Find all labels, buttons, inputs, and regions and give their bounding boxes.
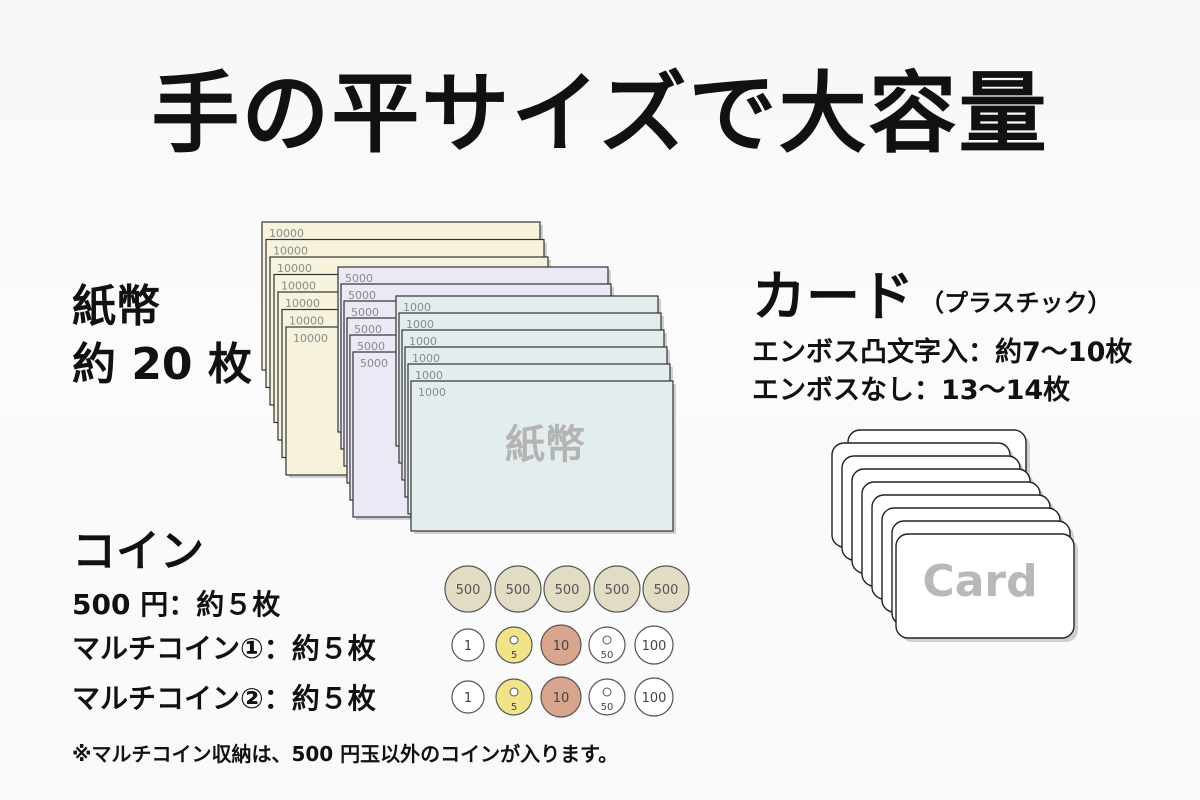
- coin-label: 1: [464, 639, 472, 654]
- cards-subtitle: （プラスチック）: [920, 288, 1112, 317]
- card: [895, 533, 1075, 639]
- coin-label: 50: [601, 650, 614, 661]
- bills-label-line1: 紙幣: [72, 281, 160, 332]
- coin-500: [444, 565, 492, 613]
- coin-500-label: 500: [555, 583, 580, 598]
- coins-multi-2: 1 5 10 50 100: [451, 676, 674, 718]
- coin-500-label: 500: [456, 583, 481, 598]
- coin-hole: [602, 687, 612, 697]
- coin: [495, 678, 533, 716]
- coin-500: [543, 565, 591, 613]
- coin: [588, 626, 626, 664]
- coin-label: 10: [553, 691, 570, 706]
- coin-label: 50: [601, 702, 614, 713]
- coin-row-multi1-label: マルチコイン①：約５枚: [72, 632, 376, 665]
- coin-row-500-label: 500 円：約５枚: [72, 588, 281, 621]
- coin-hole: [509, 687, 519, 697]
- cards-plain-capacity: エンボスなし：13～14枚: [752, 375, 1071, 406]
- coin: [451, 680, 485, 714]
- coin-label: 5: [511, 650, 517, 661]
- bill-label: 1000: [415, 369, 443, 382]
- bill-label: 1000: [409, 335, 437, 348]
- cards-embossed-capacity: エンボス凸文字入：約7～10枚: [752, 337, 1133, 368]
- coin-500-label: 500: [605, 583, 630, 598]
- coin-row-multi2-label: マルチコイン②：約５枚: [72, 682, 376, 715]
- coin: [588, 678, 626, 716]
- coin-hole: [509, 635, 519, 645]
- bill-label: 10000: [293, 332, 328, 345]
- coin-500: [642, 565, 690, 613]
- page-title: 手の平サイズで大容量: [151, 62, 1049, 165]
- bill-label: 10000: [281, 280, 316, 293]
- bill: [410, 380, 674, 532]
- coin: [451, 628, 485, 662]
- bill-label: 10000: [277, 262, 312, 275]
- cards-heading: カード（プラスチック）: [752, 252, 1112, 331]
- bill-label: 1000: [412, 352, 440, 365]
- coin: [634, 625, 674, 665]
- coin-label: 1: [464, 691, 472, 706]
- bill-label: 1000: [418, 386, 446, 399]
- bills-label: 紙幣 約 20 枚: [72, 278, 252, 394]
- bill-label: 10000: [289, 315, 324, 328]
- coins-multi-1: 1 5 10 50 100: [451, 624, 674, 666]
- cards-title: カード: [752, 265, 914, 328]
- coin-label: 100: [642, 691, 667, 706]
- coin-label: 10: [553, 639, 570, 654]
- coin-label: 100: [642, 639, 667, 654]
- coin: [495, 626, 533, 664]
- bill-label: 10000: [285, 297, 320, 310]
- card-stack: Card: [831, 429, 1078, 642]
- coin: [634, 677, 674, 717]
- coin-hole: [602, 635, 612, 645]
- bill-label: 5000: [348, 289, 376, 302]
- bill-stack-1000: 1000 1000 1000 1000 1000 1000: [395, 295, 676, 534]
- coins-500: 500 500 500 500 500: [444, 565, 690, 613]
- bill-label: 10000: [269, 227, 304, 240]
- coins-heading: コイン: [72, 526, 204, 577]
- bill-label: 5000: [351, 306, 379, 319]
- coin-500: [593, 565, 641, 613]
- coin: [540, 624, 582, 666]
- coin-500: [494, 565, 542, 613]
- bill-label: 5000: [354, 323, 382, 336]
- coin-label: 5: [511, 702, 517, 713]
- coin-500-label: 500: [654, 583, 679, 598]
- bill-label: 1000: [403, 301, 431, 314]
- bill-label: 1000: [406, 318, 434, 331]
- coin-note: ※マルチコイン収納は、500 円玉以外のコインが入ります。: [72, 742, 619, 766]
- bill-label: 5000: [357, 340, 385, 353]
- bill-label: 5000: [360, 357, 388, 370]
- bill-label: 10000: [273, 245, 308, 258]
- coin-500-label: 500: [506, 583, 531, 598]
- bills-capacity: 約 20 枚: [72, 339, 252, 390]
- bill-label: 5000: [345, 272, 373, 285]
- card-front-label: Card: [922, 556, 1037, 607]
- bill-front-label: 紙幣: [505, 422, 585, 468]
- coin: [540, 676, 582, 718]
